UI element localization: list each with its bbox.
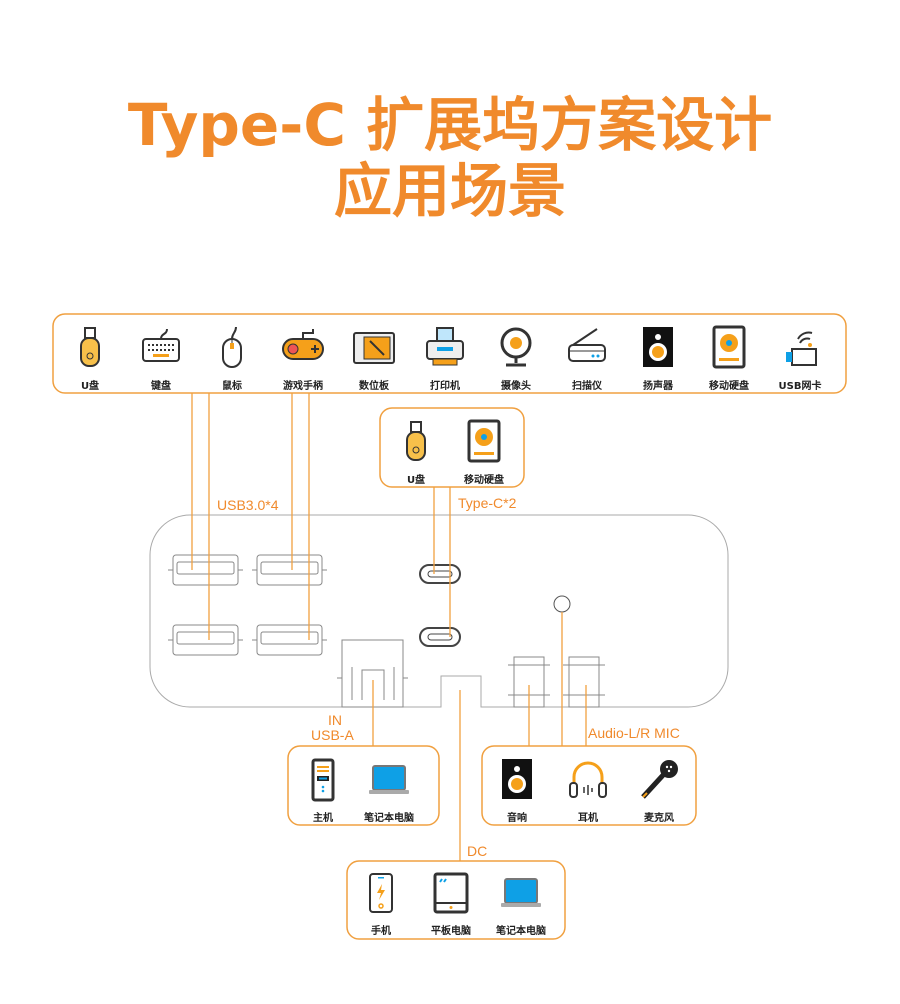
device-label: 平板电脑	[431, 926, 471, 937]
usba-in-devices-box	[287, 745, 440, 826]
title-line1: Type-C 扩展坞方案设计	[127, 91, 773, 159]
device-label: 扬声器	[643, 381, 673, 392]
usb30-port	[252, 554, 327, 586]
device-label: USB网卡	[778, 381, 822, 392]
device-label: 笔记本电脑	[364, 813, 414, 824]
usb30-port	[252, 624, 327, 656]
usb30-label: USB3.0*4	[217, 497, 279, 513]
connection-lines	[191, 393, 587, 861]
device-label: 移动硬盘	[464, 475, 504, 486]
audio-jack	[563, 656, 605, 708]
device-label: 音响	[507, 813, 527, 824]
device-label: 笔记本电脑	[496, 926, 546, 937]
device-label: 数位板	[359, 381, 389, 392]
in-label: IN	[328, 712, 342, 728]
scanner-icon	[565, 325, 609, 369]
desktop-tower-icon	[301, 758, 345, 802]
usb30-port	[168, 554, 243, 586]
mouse-icon	[210, 325, 254, 369]
tablet-icon	[429, 871, 473, 915]
phone-icon	[359, 871, 403, 915]
audio-devices-box	[481, 745, 697, 826]
microphone-icon	[637, 757, 681, 801]
device-label: 键盘	[151, 381, 171, 392]
gamepad-icon	[281, 325, 325, 369]
mic-jack	[553, 595, 571, 613]
typec-label: Type-C*2	[458, 495, 517, 511]
top-devices-box	[52, 313, 847, 394]
usb30-port	[168, 624, 243, 656]
device-label: 移动硬盘	[709, 381, 749, 392]
device-label: 麦克风	[644, 813, 674, 824]
tablet-pen-icon	[352, 325, 396, 369]
device-label: 打印机	[430, 381, 460, 392]
speaker-icon	[495, 757, 539, 801]
usb-drive-icon	[394, 419, 438, 463]
device-label: 摄像头	[501, 381, 531, 392]
dock-board-outline	[149, 514, 729, 708]
typec-devices-box	[379, 407, 525, 488]
typec-port	[419, 627, 461, 647]
device-label: U盘	[80, 381, 100, 392]
device-label: U盘	[406, 475, 426, 486]
device-label: 鼠标	[222, 381, 242, 392]
hard-drive-icon	[707, 325, 751, 369]
device-label: 游戏手柄	[283, 381, 323, 392]
webcam-icon	[494, 325, 538, 369]
dc-label: DC	[467, 843, 488, 859]
audio-mic-label: Audio-L/R MIC	[588, 725, 680, 741]
speaker-icon	[636, 325, 680, 369]
typec-port	[419, 564, 461, 584]
dc-devices-box	[346, 860, 566, 940]
wifi-adapter-icon	[778, 325, 822, 369]
laptop-icon	[499, 871, 543, 915]
device-label: 主机	[313, 813, 333, 824]
headphones-icon	[566, 757, 610, 801]
usba-label: USB-A	[311, 727, 354, 743]
title-line2: 应用场景	[333, 157, 566, 225]
printer-icon	[423, 325, 467, 369]
usb-drive-icon	[68, 325, 112, 369]
hard-drive-icon	[462, 419, 506, 463]
device-label: 扫描仪	[572, 381, 602, 392]
keyboard-icon	[139, 325, 183, 369]
device-label: 手机	[371, 926, 391, 937]
device-label: 耳机	[578, 813, 598, 824]
laptop-icon	[367, 758, 411, 802]
